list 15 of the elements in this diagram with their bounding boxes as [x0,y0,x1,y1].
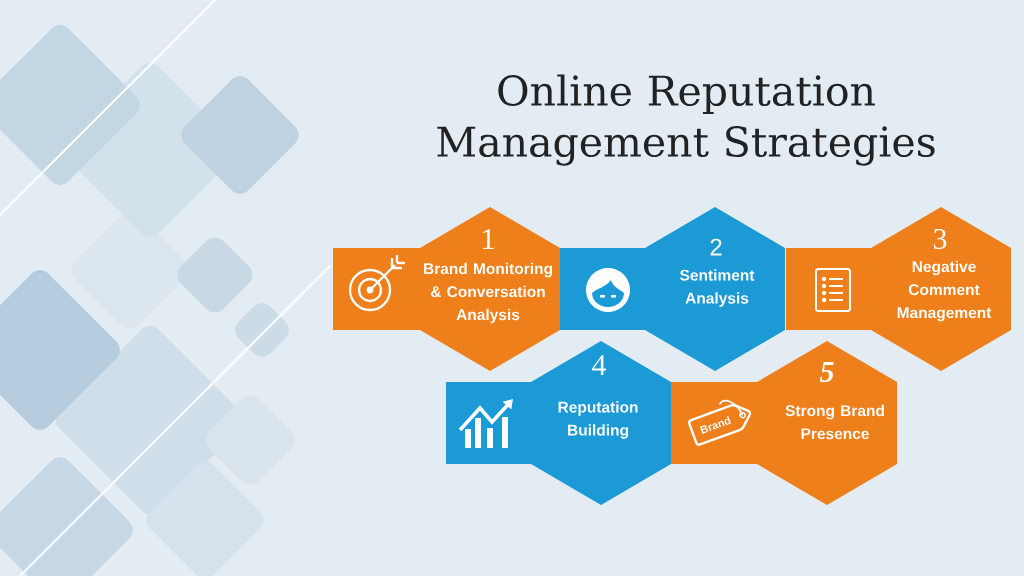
hexagon-card [671,341,897,505]
step-number: 3 [933,228,947,250]
hexagon-card [333,207,560,371]
step-number: 5 [819,362,834,382]
step-number: 4 [592,355,607,375]
step-label: Brand Monitoring & Conversation Analysis [424,262,552,324]
step-label: Strong Brand Presence [785,404,884,440]
step-label: Negative Comment Management [897,260,992,322]
step-label: Reputation Building [558,401,638,439]
hexagon-card [446,341,671,505]
title: Online Reputation Management Strategies [437,74,935,166]
step-label: Sentiment Analysis [680,269,755,307]
tag-text: Brand [699,416,731,434]
step-number: 1 [483,229,494,249]
step-number: 2 [710,238,722,256]
